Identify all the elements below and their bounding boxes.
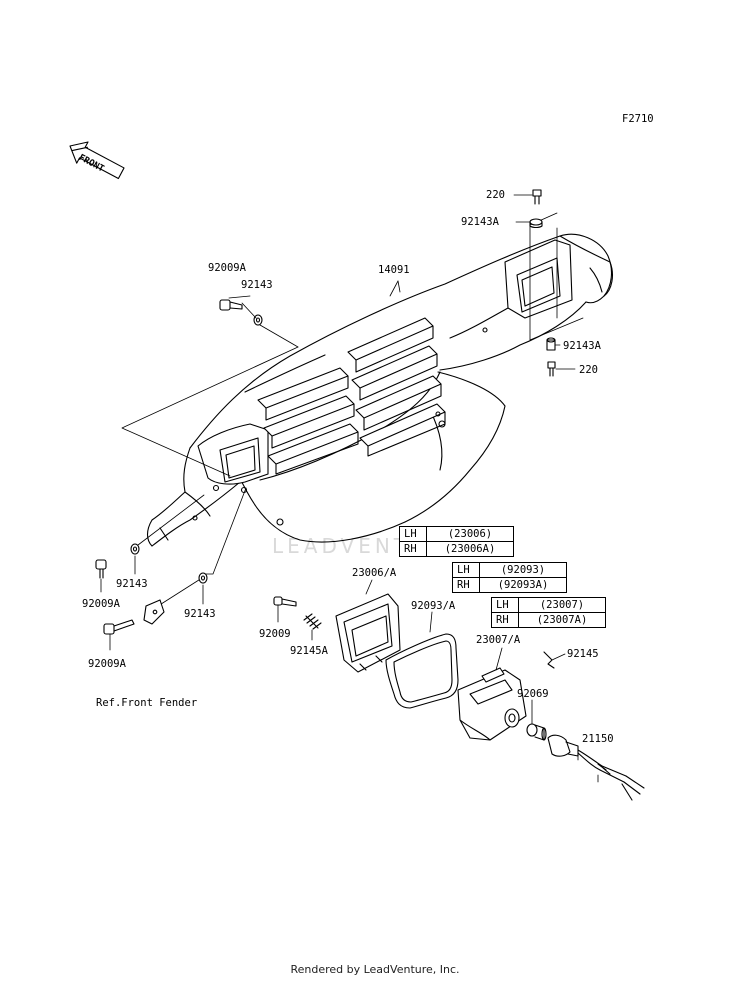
callout-92143A-right: 92143A (563, 340, 601, 352)
callout-92143A-top: 92143A (461, 216, 499, 228)
callout-92009A-top: 92009A (208, 262, 246, 274)
callout-220-top: 220 (486, 189, 505, 201)
washer-92143-low (198, 572, 208, 584)
socket-21150 (547, 734, 645, 801)
washer-92143A-top (529, 218, 543, 229)
table-23007-rh-side: RH (491, 612, 519, 628)
table-23006-rh-side: RH (399, 541, 427, 557)
callout-92009A-mid: 92009A (82, 598, 120, 610)
table-92093-rh-side: RH (452, 577, 480, 593)
callout-14091: 14091 (378, 264, 410, 276)
callout-220-right: 220 (579, 364, 598, 376)
headlight-frame-23006 (335, 593, 401, 673)
footer-credit: Rendered by LeadVenture, Inc. (290, 963, 460, 976)
screw-92009 (273, 596, 297, 607)
washer-92143-top (253, 314, 263, 326)
screw-220-top (532, 189, 542, 205)
callout-92145A: 92145A (290, 645, 328, 657)
bulb-92069 (526, 723, 547, 741)
callout-23006: 23006/A (352, 567, 397, 579)
figure-code: F2710 (622, 113, 654, 125)
bolt-92009A-top (219, 299, 243, 311)
front-arrow-icon (69, 141, 125, 180)
washer-92143-mid (130, 543, 140, 555)
table-23006-lh-side: LH (399, 526, 427, 542)
spring-92145A (303, 613, 322, 630)
table-23007: LH(23007) RH(23007A) (491, 597, 606, 628)
leader-lines (100, 194, 599, 783)
table-92093-lh-code: (92093) (479, 562, 567, 578)
reference-note: Ref.Front Fender (96, 697, 198, 709)
callout-92143-low: 92143 (184, 608, 216, 620)
callout-92069: 92069 (517, 688, 549, 700)
table-92093: LH(92093) RH(92093A) (452, 562, 567, 593)
callout-92009: 92009 (259, 628, 291, 640)
table-23007-lh-code: (23007) (518, 597, 606, 613)
bracket-clip (143, 599, 165, 625)
callout-92093: 92093/A (411, 600, 456, 612)
clip-92145 (543, 651, 555, 669)
callout-92143-mid: 92143 (116, 578, 148, 590)
bolt-92009A-low (103, 619, 135, 635)
table-23007-rh-code: (23007A) (518, 612, 606, 628)
vent-grille (244, 317, 446, 475)
table-92093-lh-side: LH (452, 562, 480, 578)
assembly-reference-lines (121, 212, 584, 607)
table-23007-lh-side: LH (491, 597, 519, 613)
screw-220-right (547, 361, 556, 377)
table-23006-lh-code: (23006) (426, 526, 514, 542)
callout-92145: 92145 (567, 648, 599, 660)
washer-92143A-right (546, 337, 556, 351)
headlight-unit-23007 (457, 667, 527, 741)
callout-21150: 21150 (582, 733, 614, 745)
callout-92143-top: 92143 (241, 279, 273, 291)
callout-92009A-low: 92009A (88, 658, 126, 670)
callout-23007: 23007/A (476, 634, 521, 646)
bolt-92009A-mid (95, 559, 107, 579)
headlight-cover-14091 (146, 233, 613, 547)
table-92093-rh-code: (92093A) (479, 577, 567, 593)
table-23006-rh-code: (23006A) (426, 541, 514, 557)
headlight-seal-92093 (385, 633, 459, 709)
table-23006: LH(23006) RH(23006A) (399, 526, 514, 557)
